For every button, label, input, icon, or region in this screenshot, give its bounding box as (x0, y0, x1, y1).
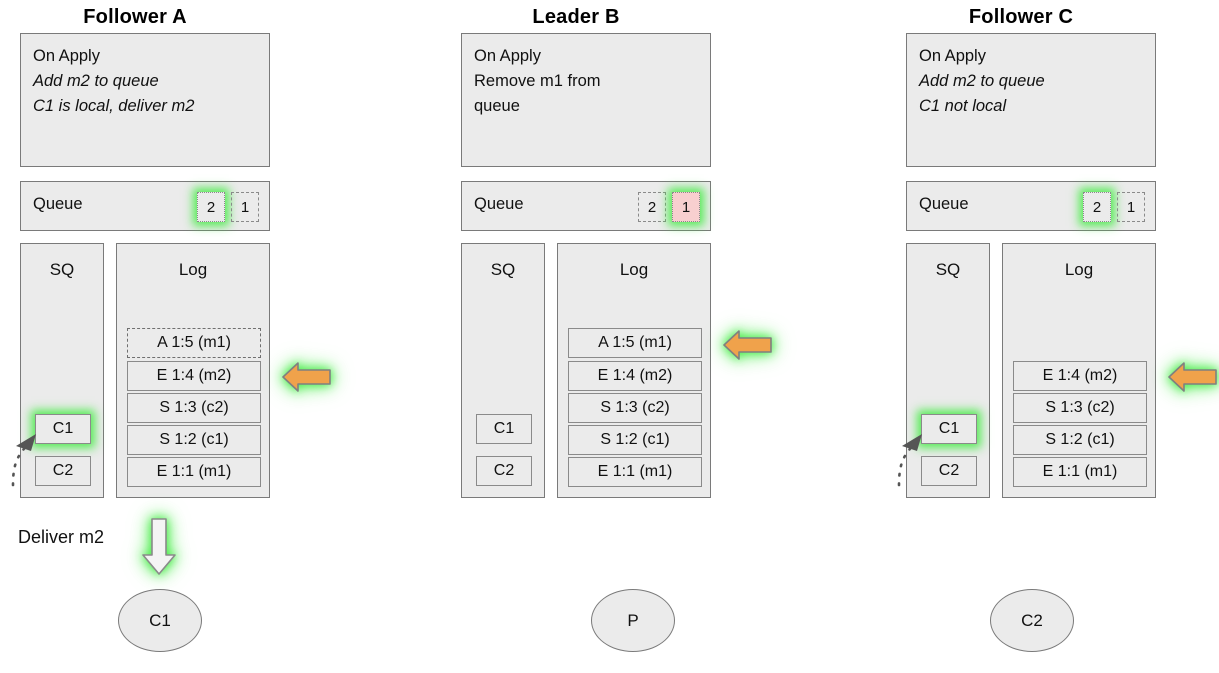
log-entry-a-4: E 1:1 (m1) (127, 457, 261, 487)
queue-slot-a-1: 1 (231, 192, 259, 222)
sq-pointer-dotted-line-a (0, 425, 48, 487)
sq-entry-c-c1: C1 (921, 414, 977, 444)
deliver-label-a: Deliver m2 (18, 527, 105, 547)
log-entry-c-1: S 1:3 (c2) (1013, 393, 1147, 423)
on-apply-line-a-1: C1 is local, deliver m2 (33, 97, 195, 115)
deliver-arrow-icon-a (140, 517, 178, 577)
queue-slot-b-1: 1 (672, 192, 700, 222)
queue-slot-b-2: 2 (638, 192, 666, 222)
log-entry-a-1: E 1:4 (m2) (127, 361, 261, 391)
queue-slot-c-2: 2 (1083, 192, 1111, 222)
queue-panel-c: Queue 2 1 (906, 181, 1156, 231)
commit-arrow-icon-b (721, 328, 773, 362)
log-panel-b: Log A 1:5 (m1) E 1:4 (m2) S 1:3 (c2) S 1… (557, 243, 711, 498)
log-header-c: Log (1064, 260, 1094, 279)
column-leader-b: Leader B On Apply Remove m1 from queue Q… (441, 0, 821, 673)
on-apply-panel-b: On Apply Remove m1 from queue (461, 33, 711, 167)
on-apply-header-c: On Apply (919, 47, 986, 65)
queue-slot-a-2: 2 (197, 192, 225, 222)
log-panel-c: Log E 1:4 (m2) S 1:3 (c2) S 1:2 (c1) E 1… (1002, 243, 1156, 498)
queue-panel-a: Queue 2 1 (20, 181, 270, 231)
log-header-b: Log (619, 260, 649, 279)
sq-header-c: SQ (935, 260, 961, 279)
log-entry-c-3: E 1:1 (m1) (1013, 457, 1147, 487)
sq-entry-b-c2: C2 (476, 456, 532, 486)
log-entry-b-3: S 1:2 (c1) (568, 425, 702, 455)
column-title-leader-b: Leader B (532, 6, 620, 28)
sq-panel-c: SQ C1 C2 (906, 243, 990, 498)
log-entry-a-0: A 1:5 (m1) (127, 328, 261, 358)
sq-panel-b: SQ C1 C2 (461, 243, 545, 498)
on-apply-panel-a: On Apply Add m2 to queue C1 is local, de… (20, 33, 270, 167)
sq-header-b: SQ (490, 260, 516, 279)
client-node-c: C2 (990, 589, 1074, 652)
log-panel-a: Log A 1:5 (m1) E 1:4 (m2) S 1:3 (c2) S 1… (116, 243, 270, 498)
log-entry-a-3: S 1:2 (c1) (127, 425, 261, 455)
sq-entry-a-c1: C1 (35, 414, 91, 444)
log-entry-c-0: E 1:4 (m2) (1013, 361, 1147, 391)
on-apply-line-b-0: Remove m1 from (474, 72, 601, 90)
log-header-a: Log (178, 260, 208, 279)
log-entry-c-2: S 1:2 (c1) (1013, 425, 1147, 455)
commit-arrow-icon-c (1166, 360, 1218, 394)
commit-arrow-icon-a (280, 360, 332, 394)
queue-label-b: Queue (474, 195, 524, 213)
on-apply-header-a: On Apply (33, 47, 100, 65)
on-apply-header-b: On Apply (474, 47, 541, 65)
sq-pointer-dotted-line-c (886, 425, 934, 487)
column-title-follower-c: Follower C (968, 6, 1074, 28)
on-apply-line-b-1: queue (474, 97, 520, 115)
queue-label-a: Queue (33, 195, 83, 213)
queue-slot-c-1: 1 (1117, 192, 1145, 222)
sq-entry-a-c2: C2 (35, 456, 91, 486)
on-apply-line-c-0: Add m2 to queue (919, 72, 1045, 90)
column-title-follower-a: Follower A (83, 6, 187, 28)
queue-label-c: Queue (919, 195, 969, 213)
sq-panel-a: SQ C1 C2 (20, 243, 104, 498)
column-follower-a: Follower A On Apply Add m2 to queue C1 i… (0, 0, 380, 673)
client-node-a: C1 (118, 589, 202, 652)
on-apply-panel-c: On Apply Add m2 to queue C1 not local (906, 33, 1156, 167)
log-entry-b-4: E 1:1 (m1) (568, 457, 702, 487)
log-entry-b-1: E 1:4 (m2) (568, 361, 702, 391)
queue-panel-b: Queue 2 1 (461, 181, 711, 231)
client-node-b: P (591, 589, 675, 652)
on-apply-line-c-1: C1 not local (919, 97, 1007, 115)
on-apply-line-a-0: Add m2 to queue (33, 72, 159, 90)
sq-header-a: SQ (49, 260, 75, 279)
log-entry-b-0: A 1:5 (m1) (568, 328, 702, 358)
sq-entry-c-c2: C2 (921, 456, 977, 486)
column-follower-c: Follower C On Apply Add m2 to queue C1 n… (886, 0, 1219, 673)
log-entry-a-2: S 1:3 (c2) (127, 393, 261, 423)
sq-entry-b-c1: C1 (476, 414, 532, 444)
log-entry-b-2: S 1:3 (c2) (568, 393, 702, 423)
